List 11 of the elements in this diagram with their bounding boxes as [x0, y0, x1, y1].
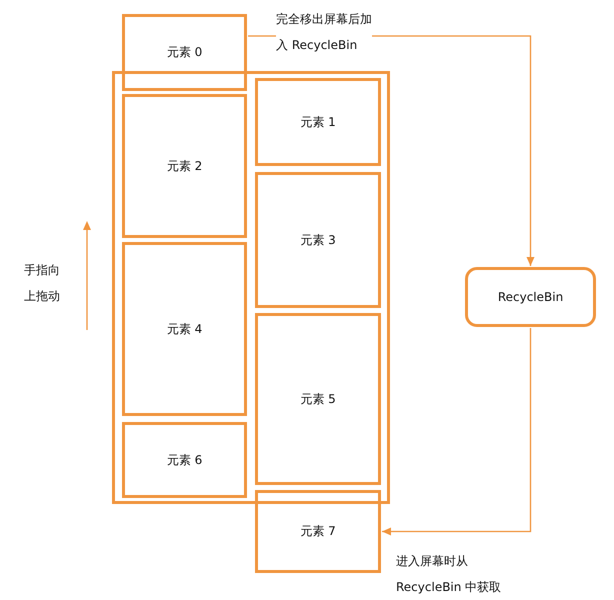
element-box: 元素 4	[122, 242, 247, 416]
element-box: 元素 5	[255, 313, 381, 485]
element-box: 元素 2	[122, 94, 247, 238]
element-box: 元素 0	[122, 14, 247, 91]
arrow	[382, 328, 532, 536]
screen-frame	[112, 71, 390, 504]
recycle-bin-box: RecycleBin	[465, 267, 596, 327]
element-box: 元素 3	[255, 172, 381, 308]
element-box: 元素 1	[255, 78, 381, 166]
element-box: 元素 7	[255, 490, 381, 573]
element-box: 元素 6	[122, 422, 247, 498]
